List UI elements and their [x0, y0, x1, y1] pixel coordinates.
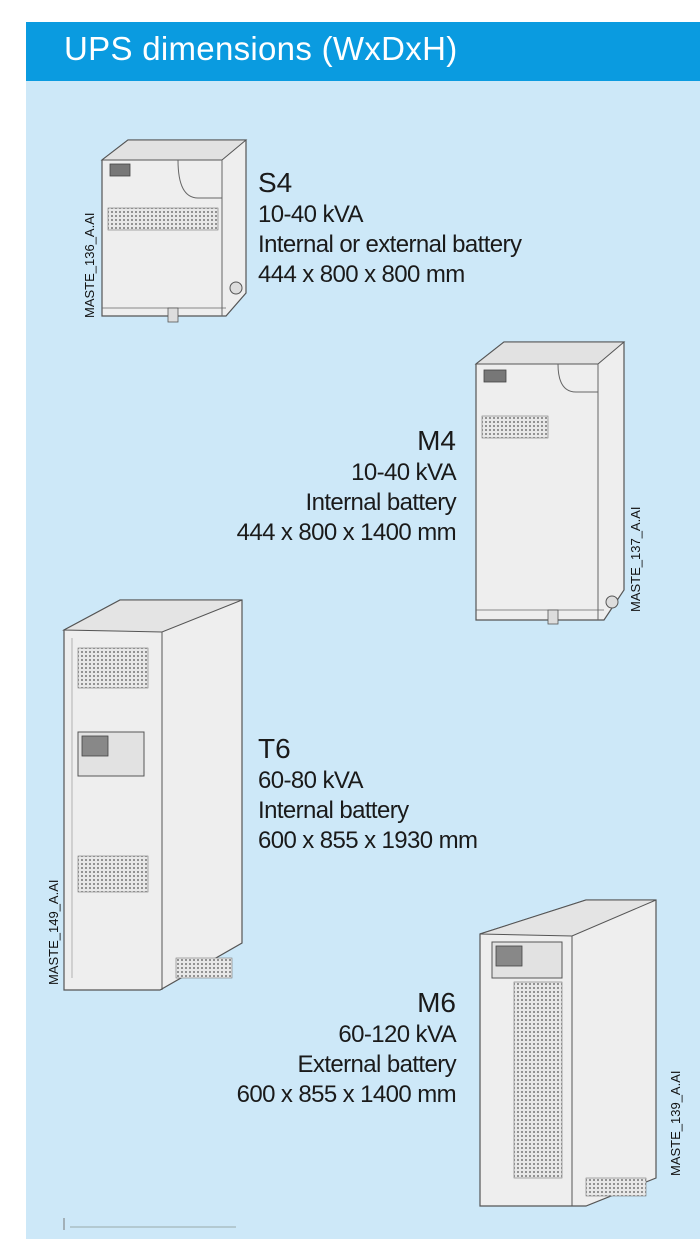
- cropped-illustration-edge: [63, 1218, 236, 1230]
- unit-info-s4: S4 10-40 kVA Internal or external batter…: [258, 166, 522, 290]
- figure-ref-m4: MASTE_137_A.AI: [628, 506, 643, 613]
- power-rating-m4: 10-40 kVA: [351, 459, 456, 486]
- figure-ref-t6: MASTE_149_A.AI: [46, 879, 61, 986]
- battery-type-s4: Internal or external battery: [258, 231, 522, 258]
- ups-s4-illustration: [100, 139, 248, 323]
- model-name-s4: S4: [258, 167, 293, 198]
- dimensions-s4: 444 x 800 x 800 mm: [258, 261, 465, 288]
- dimensions-m6: 600 x 855 x 1400 mm: [236, 1081, 457, 1108]
- dimensions-t6: 600 x 855 x 1930 mm: [258, 827, 478, 854]
- power-rating-m6: 60-120 kVA: [338, 1021, 456, 1048]
- figure-ref-m6: MASTE_139_A.AI: [668, 1070, 683, 1177]
- battery-type-m4: Internal battery: [305, 489, 457, 516]
- figure-ref-s4: MASTE_136_A.AI: [82, 212, 97, 319]
- model-name-t6: T6: [258, 733, 291, 764]
- unit-info-m6: M6 60-120 kVA External battery 600 x 855…: [236, 986, 457, 1110]
- battery-type-m6: External battery: [297, 1051, 457, 1078]
- model-name-m4: M4: [417, 425, 456, 456]
- unit-info-t6: T6 60-80 kVA Internal battery 600 x 855 …: [258, 732, 478, 856]
- power-rating-t6: 60-80 kVA: [258, 767, 363, 794]
- ups-m6-illustration: [479, 899, 657, 1207]
- section-header: UPS dimensions (WxDxH): [26, 22, 700, 81]
- power-rating-s4: 10-40 kVA: [258, 201, 363, 228]
- ups-t6-illustration: [62, 599, 243, 991]
- page-title: UPS dimensions (WxDxH): [64, 30, 458, 67]
- dimensions-m4: 444 x 800 x 1400 mm: [236, 519, 457, 546]
- battery-type-t6: Internal battery: [258, 797, 409, 824]
- ups-m4-illustration: [474, 341, 626, 625]
- unit-info-m4: M4 10-40 kVA Internal battery 444 x 800 …: [236, 424, 457, 548]
- model-name-m6: M6: [417, 987, 456, 1018]
